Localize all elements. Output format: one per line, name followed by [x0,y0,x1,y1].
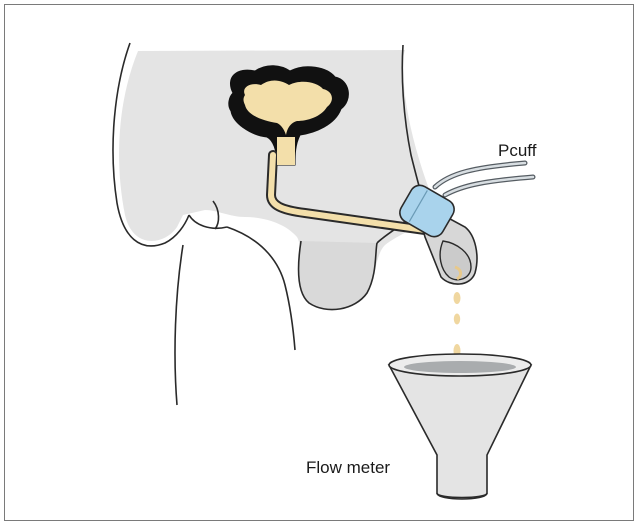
gluteal-fold [189,215,227,228]
thigh-back-outline [227,227,295,350]
pcuff-label: Pcuff [498,141,536,161]
droplet-2 [454,314,460,325]
leg-outline-left [175,245,183,405]
droplet-1 [454,292,461,304]
flow-meter-label: Flow meter [306,458,390,478]
cuff-tube-lower [445,177,533,195]
cuff-tubes [435,163,533,195]
scrotum-outline [299,241,377,310]
bladder-neck [277,137,295,165]
funnel-flow-meter-icon [389,354,531,499]
figure-frame: Pcuff Flow meter [4,4,634,521]
funnel-opening [404,361,516,373]
urodynamics-illustration [5,5,635,522]
urine-droplets [454,292,461,358]
funnel-body [389,365,531,498]
